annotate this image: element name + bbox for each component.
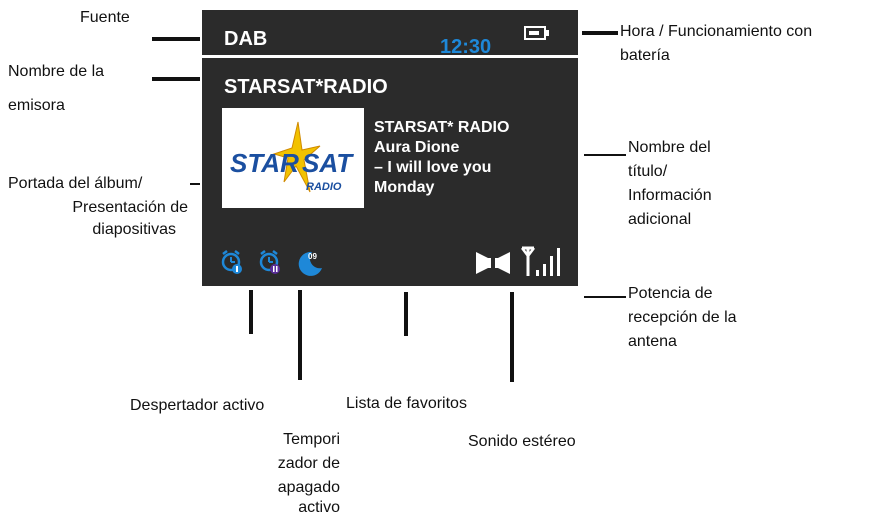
callout-title-line1: Nombre del: [628, 139, 711, 156]
callout-station-line1: Nombre de la: [8, 63, 105, 80]
callout-line-alarm: [249, 290, 253, 334]
callout-line-art: [190, 183, 200, 185]
callout-antenna-line1: Potencia de: [628, 285, 713, 302]
callout-sleep-line4: activo: [298, 499, 340, 516]
callout-title-line2: título/: [628, 163, 668, 180]
callout-line-favorites: [404, 292, 408, 336]
station-name: STARSAT*RADIO: [224, 76, 388, 98]
logo-sub: RADIO: [306, 181, 342, 193]
callout-art-line1: Portada del álbum/: [8, 175, 143, 192]
callout-antenna-line3: antena: [628, 333, 677, 350]
radio-display: DAB 12:30 STARSAT*RADIO STAR SAT RADIO S…: [202, 10, 578, 240]
callout-line-title: [584, 154, 626, 156]
info-line: – I will love you: [374, 159, 492, 176]
callout-time-line2: batería: [620, 47, 670, 64]
callout-line-station: [152, 77, 200, 81]
info-line: Monday: [374, 179, 435, 196]
callout-alarm: Despertador activo: [130, 397, 265, 414]
header-divider: [202, 55, 578, 58]
callout-source: Fuente: [80, 9, 130, 26]
callout-sleep-line3: apagado: [277, 479, 340, 496]
sleep-timer-moon-icon: 09: [298, 251, 322, 276]
callout-title-line3: Información: [628, 187, 712, 204]
callout-line-sleep: [298, 290, 302, 380]
stereo-icon: [476, 252, 510, 274]
title-info: STARSAT* RADIO Aura Dione – I will love …: [374, 118, 509, 198]
callout-line-source: [152, 37, 200, 41]
callout-art-line3: diapositivas: [92, 221, 176, 238]
source-label: DAB: [224, 28, 268, 50]
callout-title-line4: adicional: [628, 211, 692, 228]
callout-line-stereo: [510, 292, 514, 382]
info-line: STARSAT* RADIO: [374, 119, 510, 136]
signal-strength-icon: [521, 246, 560, 276]
callout-sleep-line1: Tempori: [283, 431, 340, 448]
callout-art-line2: Presentación de: [72, 199, 188, 216]
alarm-clock-icon: [221, 250, 242, 274]
sleep-timer-badge: 09: [308, 252, 317, 261]
callout-sleep-line2: zador de: [277, 455, 340, 472]
callout-station-line2: emisora: [8, 97, 65, 114]
callout-stereo: Sonido estéreo: [468, 433, 576, 450]
logo-word-right: SAT: [302, 148, 354, 178]
alarm-clock-2-icon: [259, 250, 280, 274]
starsat-logo: STAR SAT RADIO: [230, 121, 354, 193]
callout-line-antenna: [584, 296, 626, 298]
status-bar: 09: [202, 240, 578, 286]
album-art: STAR SAT RADIO: [222, 108, 364, 208]
callout-time-line1: Hora / Funcionamiento con: [620, 23, 813, 40]
battery-icon: [524, 26, 549, 40]
info-line: Aura Dione: [374, 139, 460, 156]
clock-time: 12:30: [440, 36, 492, 58]
callout-favorites: Lista de favoritos: [346, 395, 467, 412]
logo-word-left: STAR: [230, 148, 299, 178]
callout-antenna-line2: recepción de la: [628, 309, 737, 326]
callout-line-time: [582, 31, 618, 35]
